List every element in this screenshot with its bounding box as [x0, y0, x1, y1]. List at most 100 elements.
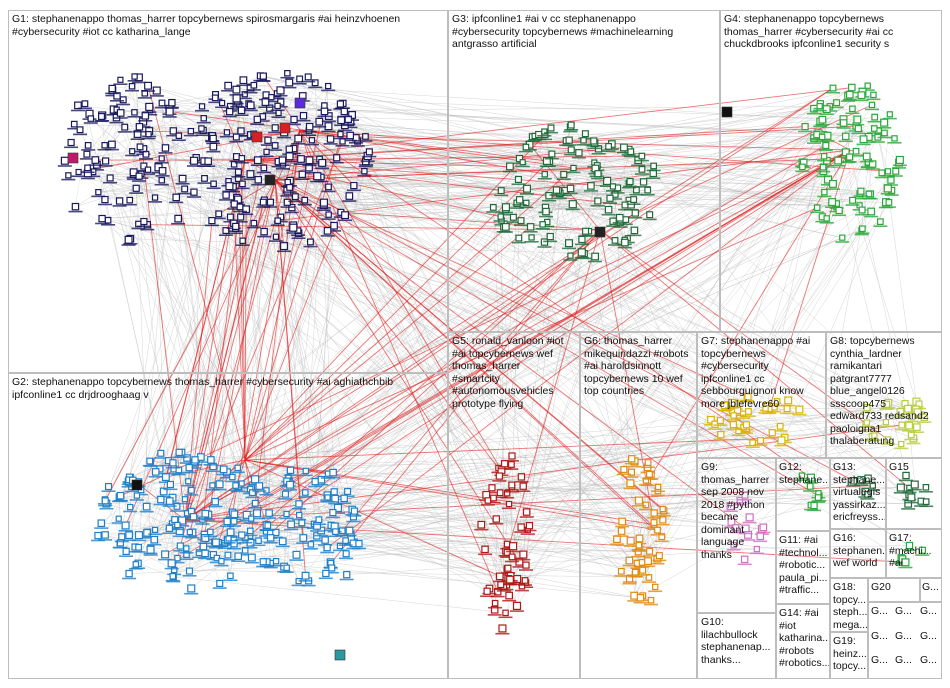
gray-edge	[333, 209, 506, 492]
gray-edge	[493, 207, 524, 487]
gray-edge	[146, 110, 242, 507]
gray-edge	[263, 167, 318, 177]
group-box-g1	[8, 10, 448, 373]
gray-edge	[334, 491, 745, 496]
gray-edge	[743, 162, 900, 428]
gray-edge	[339, 161, 869, 547]
gray-edge	[318, 519, 643, 571]
gray-edge	[760, 440, 909, 505]
gray-edge	[270, 202, 860, 206]
gray-edge	[188, 195, 227, 468]
gray-edge	[289, 187, 726, 406]
group-label-g19: G19: heinz... topcy...	[833, 635, 867, 672]
gray-edge	[508, 95, 849, 577]
gray-edge	[517, 505, 815, 580]
gray-edge	[78, 171, 145, 222]
gray-edge	[189, 186, 614, 572]
group-label-g14: G14: #ai #iot katharina... #robots #robo…	[779, 607, 829, 669]
gray-edge	[128, 104, 240, 480]
gray-edge	[128, 239, 336, 499]
gray-edge	[346, 548, 757, 575]
gray-edge	[263, 202, 664, 512]
gray-edge	[559, 193, 868, 495]
gray-edge	[519, 199, 598, 202]
gray-edge	[124, 126, 725, 406]
gray-edge	[172, 469, 224, 498]
group-label-g1: G1: stephanenappo thomas_harrer topcyber…	[12, 13, 401, 38]
gray-edge	[130, 238, 585, 254]
group-label-g23: G...	[895, 605, 912, 617]
group-box-g4	[720, 10, 942, 332]
group-label-g9: G9: thomas_harrer sep 2008 nov 2018 #pyt…	[701, 461, 770, 561]
gray-edge	[221, 217, 620, 562]
gray-edge	[186, 161, 869, 549]
group-label-g25: G...	[871, 630, 888, 642]
gray-edge	[545, 211, 739, 432]
gray-edge	[766, 106, 831, 406]
gray-edge	[104, 188, 137, 200]
gray-edge	[252, 226, 506, 493]
gray-edge	[278, 112, 871, 195]
gray-edge	[232, 186, 278, 221]
gray-edge	[241, 158, 334, 473]
gray-edge	[266, 531, 508, 545]
gray-edge	[95, 159, 300, 516]
gray-edge	[634, 202, 890, 596]
gray-edge	[282, 159, 522, 221]
gray-edge	[550, 143, 612, 237]
gray-edge	[138, 130, 174, 548]
gray-edge	[271, 96, 571, 128]
gray-edge	[880, 114, 890, 222]
gray-edge	[112, 90, 910, 426]
group-label-g13: G13: stephane... virtualegis yassirkaz..…	[833, 461, 885, 523]
group-label-g17: G17: #machi... #ai	[889, 532, 932, 569]
gray-edge	[593, 140, 654, 167]
gray-edge	[568, 87, 834, 244]
group-label-g11: G11: #ai #technol... #robotic... paula_p…	[779, 534, 828, 596]
gray-edge	[642, 480, 647, 596]
group-label-g21: G...	[922, 581, 939, 593]
gray-edge	[289, 180, 636, 573]
gray-edge	[568, 242, 925, 418]
group-box-g3	[448, 10, 720, 332]
gray-edge	[150, 119, 295, 550]
gray-edge	[178, 111, 230, 136]
group-label-g22: G...	[871, 605, 888, 617]
gray-edge	[102, 218, 733, 406]
gray-edge	[254, 193, 560, 480]
group-label-g27: G...	[920, 630, 937, 642]
gray-edge	[150, 417, 925, 462]
group-label-g12: G12: stephane...	[779, 461, 829, 486]
gray-edge	[235, 228, 655, 525]
gray-edge	[270, 537, 277, 562]
gray-edge	[253, 145, 826, 224]
group-label-g8: G8: topcybernews cynthia_lardner ramikan…	[830, 335, 929, 447]
gray-edge	[212, 225, 294, 467]
gray-edge	[109, 177, 131, 239]
gray-edge	[342, 103, 596, 257]
gray-edge	[180, 396, 749, 547]
gray-edge	[344, 214, 902, 558]
gray-edge	[340, 212, 504, 228]
gray-edge	[193, 469, 224, 517]
group-label-g5: G5: ronald_vanloon #iot #ai topcybernews…	[452, 335, 564, 410]
gray-edge	[271, 96, 844, 120]
gray-edge	[218, 213, 496, 604]
gray-edge	[511, 484, 524, 555]
gray-edge	[189, 130, 204, 572]
group-label-g16: G16: stephanen... wef world	[833, 532, 885, 569]
gray-edge	[108, 219, 749, 398]
gray-edge	[144, 93, 910, 546]
gray-edge	[95, 159, 659, 492]
gray-edge	[253, 222, 912, 498]
gray-edge	[300, 158, 660, 556]
gray-edge	[334, 526, 508, 570]
gray-edge	[512, 487, 909, 505]
group-label-g20: G20	[871, 581, 891, 593]
gray-edge	[509, 145, 827, 580]
gray-edge	[138, 223, 299, 582]
gray-edge	[367, 155, 513, 457]
gray-edge	[289, 82, 572, 126]
gray-edge	[232, 426, 917, 478]
gray-edge	[887, 188, 918, 413]
